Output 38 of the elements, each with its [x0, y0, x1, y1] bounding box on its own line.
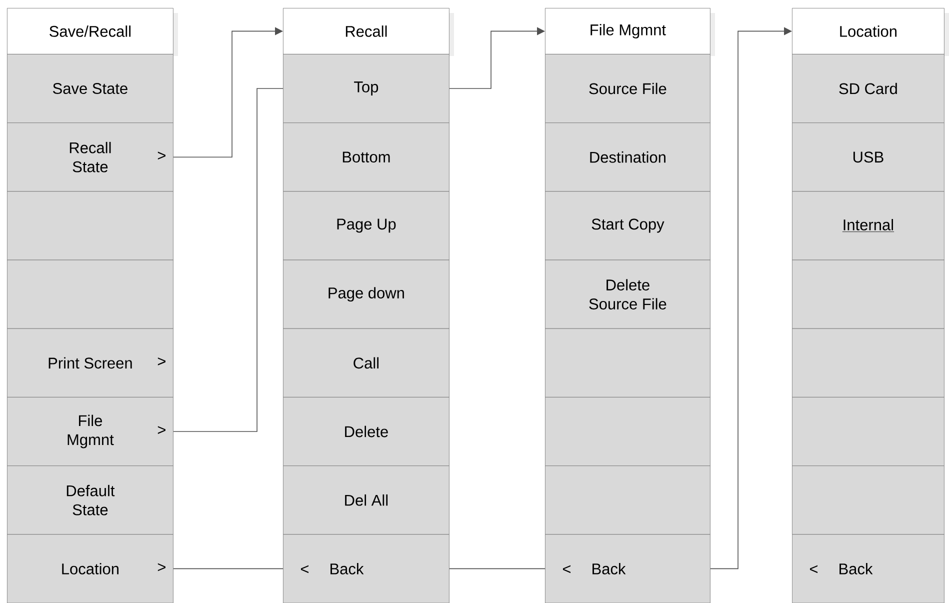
arrow: [710, 27, 792, 570]
menu-button: Recall State >: [7, 122, 174, 192]
menu-button: SD Card: [792, 54, 944, 123]
menu-button: File Mgmnt >: [7, 397, 174, 466]
menu-button: [792, 260, 944, 329]
menu-button: [545, 466, 710, 535]
menu-button: Location >: [7, 534, 174, 603]
menu-button: Save State: [7, 54, 174, 123]
menu-button: [792, 397, 944, 466]
menu-button: [545, 397, 710, 466]
menu-button: [792, 466, 944, 535]
menu-button: Top: [283, 54, 450, 123]
menu-button: Source File: [545, 54, 710, 123]
menu-button: Internal: [792, 191, 944, 260]
menu-header: Recall: [283, 8, 454, 56]
menu-header: Save/Recall: [7, 8, 178, 56]
menu-header: Location: [792, 8, 949, 56]
menu-header: File Mgmnt: [545, 8, 715, 56]
menu-button: Delete: [283, 397, 450, 466]
menu-button: < Back: [545, 534, 710, 603]
menu-button: Del All: [283, 466, 450, 535]
menu-button: Call: [283, 328, 450, 398]
arrow: [449, 27, 545, 89]
menu-button: Page Up: [283, 191, 450, 260]
menu-button: [7, 260, 174, 329]
menu-button: Delete Source File: [545, 260, 710, 329]
menu-button: < Back: [283, 534, 450, 603]
menu-button: Print Screen >: [7, 328, 174, 398]
menu-button: USB: [792, 122, 944, 192]
menu-button: < Back: [792, 534, 944, 603]
menu-button: Bottom: [283, 122, 450, 192]
menu-button: [792, 328, 944, 398]
menu-button: Default State: [7, 466, 174, 535]
menu-button: Page down: [283, 260, 450, 329]
menu-button: Destination: [545, 122, 710, 192]
menu-button: [545, 328, 710, 398]
menu-button: [7, 191, 174, 260]
menu-button: Start Copy: [545, 191, 710, 260]
